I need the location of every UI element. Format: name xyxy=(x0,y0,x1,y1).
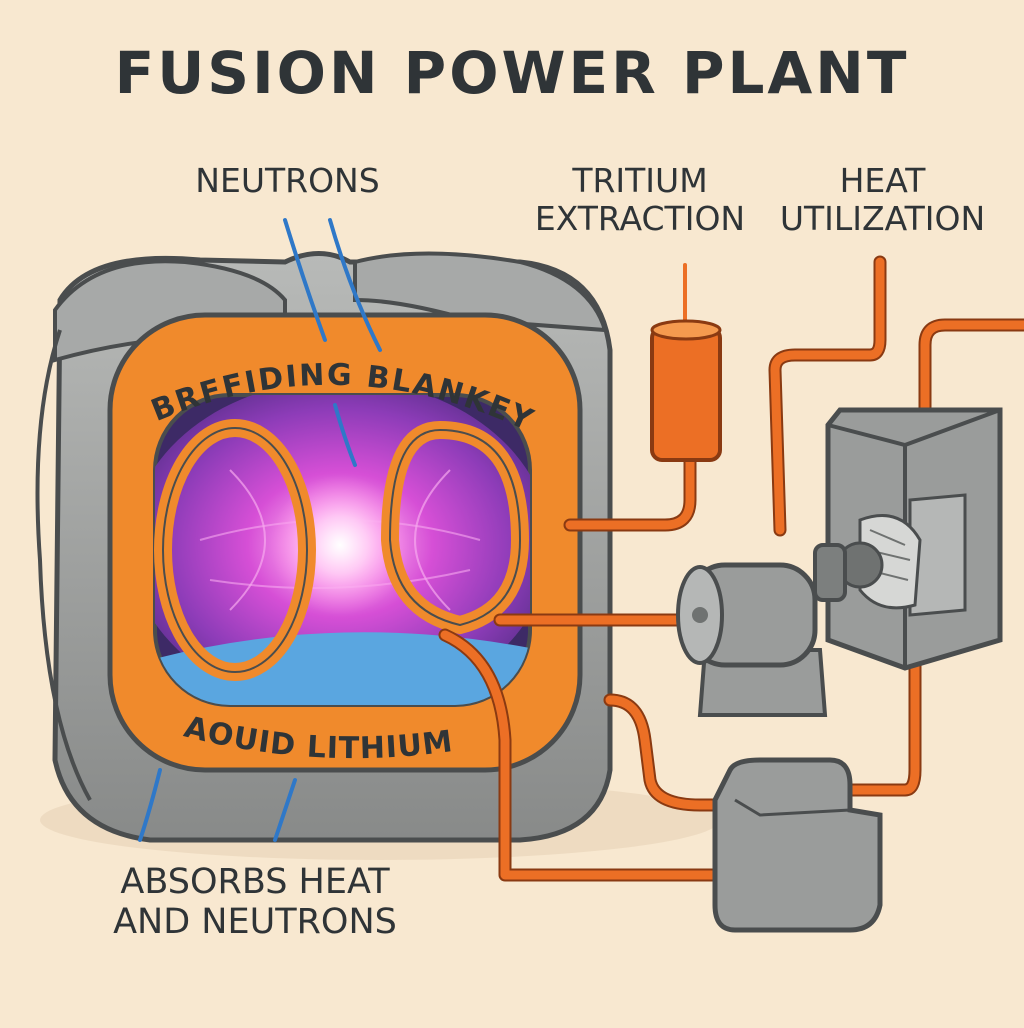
neutron-line xyxy=(283,218,327,342)
absorbs-label-line1: ABSORBS HEAT xyxy=(120,862,390,902)
tritium-label-line2: EXTRACTION xyxy=(534,198,746,238)
tritium-extraction-unit xyxy=(650,319,722,462)
neutron-lines xyxy=(138,218,382,842)
tritium-extraction-label: TRITIUM EXTRACTION xyxy=(530,162,750,238)
neutron-line xyxy=(333,403,357,467)
page-title: FUSION POWER PLANT xyxy=(114,39,910,107)
neutron-line xyxy=(273,778,297,842)
tritium-label-line1: TRITIUM xyxy=(572,161,708,200)
generator xyxy=(676,543,847,717)
plasma-streak xyxy=(229,469,266,611)
heat-utilization-label: HEAT UTILIZATION xyxy=(770,162,995,238)
neutrons-label: NEUTRONS xyxy=(195,161,380,200)
coil-loop-left-outline xyxy=(162,427,308,673)
neutron-line xyxy=(328,218,382,352)
neutron-line xyxy=(138,768,162,842)
liquid-lithium-pool xyxy=(155,632,530,705)
heat-label-line1: HEAT xyxy=(839,161,926,200)
plasma-streak xyxy=(414,469,451,611)
plasma-chamber xyxy=(153,393,532,707)
absorbs-heat-label: ABSORBS HEAT AND NEUTRONS xyxy=(100,862,410,943)
absorbs-label-line2: AND NEUTRONS xyxy=(113,902,397,943)
pump xyxy=(712,757,883,933)
heat-label-line2: UTILIZATION xyxy=(779,198,986,238)
pipe-network xyxy=(438,255,1024,882)
coil-loop-right-outline xyxy=(388,428,522,627)
